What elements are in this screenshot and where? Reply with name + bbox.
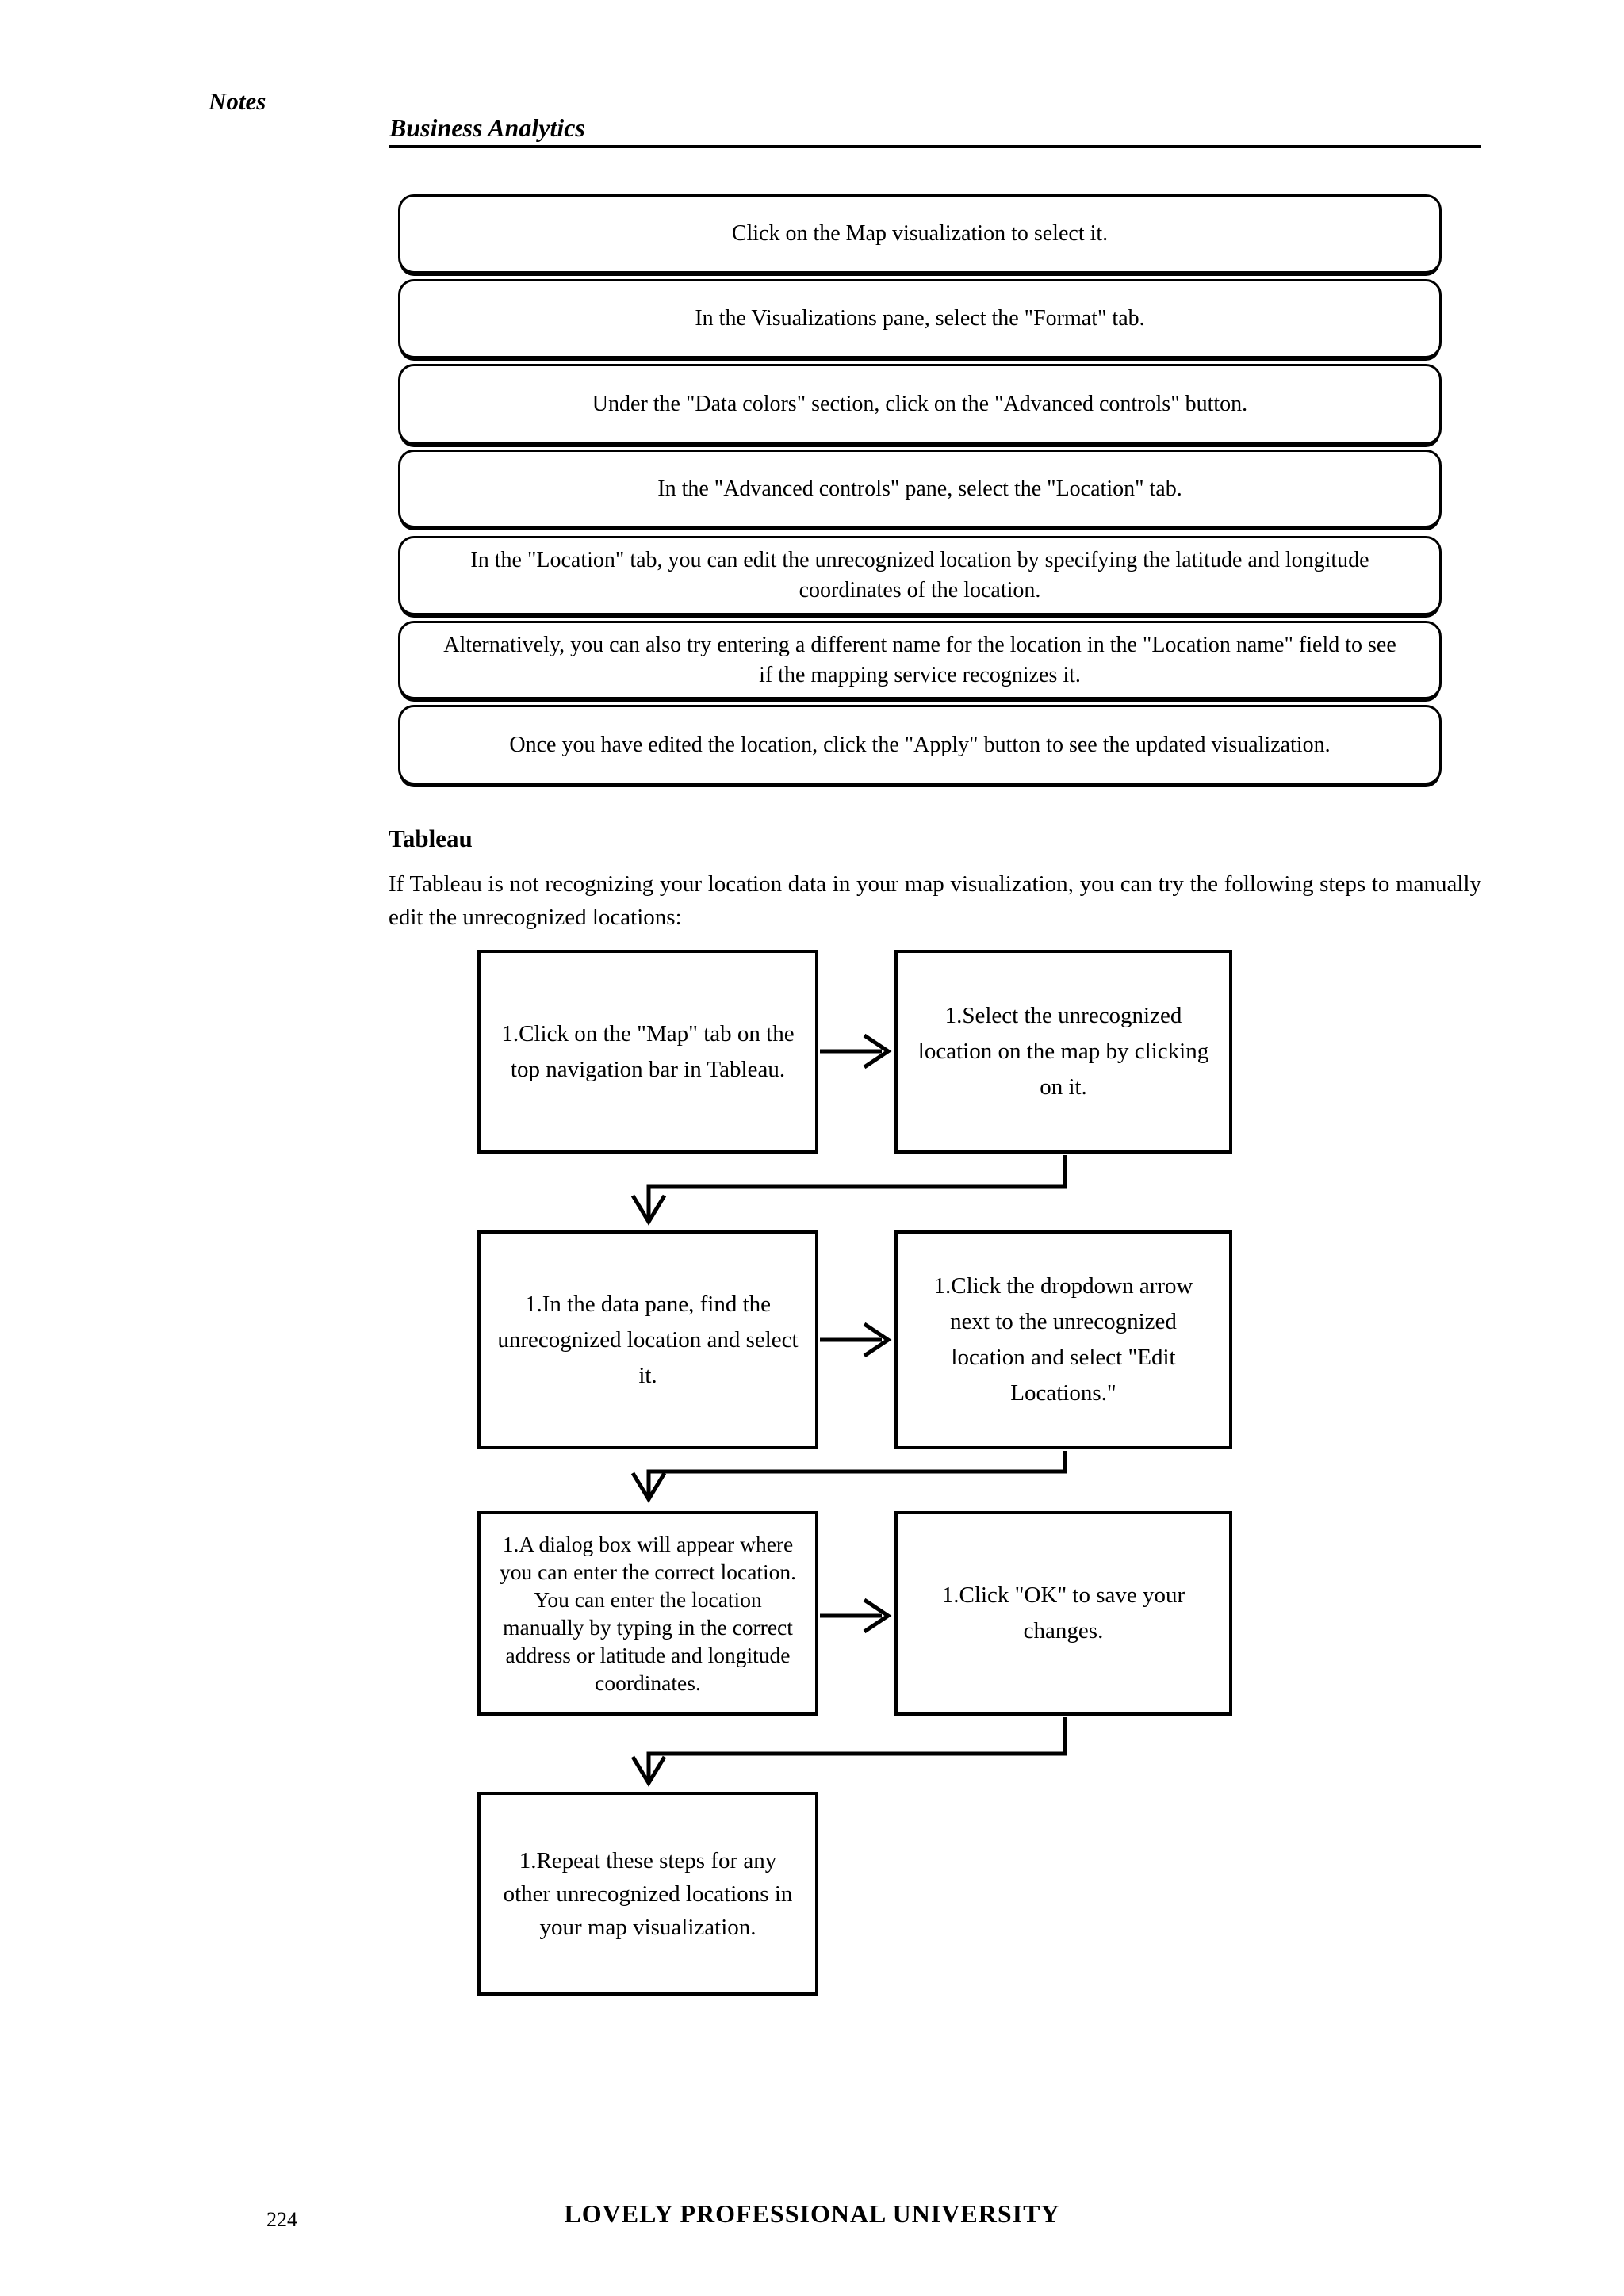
flow-elbow-connector-2 — [630, 1451, 1067, 1503]
step-box-3: Under the "Data colors" section, click o… — [398, 364, 1442, 445]
margin-notes-label: Notes — [209, 87, 266, 115]
flow-node-dialog-box: 1.A dialog box will appear where you can… — [477, 1511, 818, 1716]
step-box-1: Click on the Map visualization to select… — [398, 194, 1442, 274]
step-box-6: Alternatively, you can also try entering… — [398, 621, 1442, 699]
flow-node-repeat-steps: 1.Repeat these steps for any other unrec… — [477, 1792, 818, 1996]
flow-arrow-right-2 — [820, 1322, 892, 1358]
flow-node-edit-locations: 1.Click the dropdown arrow next to the u… — [894, 1230, 1232, 1449]
header-rule — [389, 145, 1481, 148]
flow-node-select-location: 1.Select the unrecognized location on th… — [894, 950, 1232, 1154]
footer-university-title: LOVELY PROFESSIONAL UNIVERSITY — [564, 2199, 1060, 2228]
running-title: Business Analytics — [389, 113, 585, 142]
flow-arrow-right-3 — [820, 1598, 892, 1634]
flow-arrow-right-1 — [820, 1033, 892, 1070]
flow-elbow-connector-1 — [630, 1155, 1067, 1226]
step-box-4: In the "Advanced controls" pane, select … — [398, 450, 1442, 528]
flow-node-click-ok: 1.Click "OK" to save your changes. — [894, 1511, 1232, 1716]
flow-node-data-pane: 1.In the data pane, find the unrecognize… — [477, 1230, 818, 1449]
flow-node-map-tab: 1.Click on the "Map" tab on the top navi… — [477, 950, 818, 1154]
step-box-7: Once you have edited the location, click… — [398, 705, 1442, 785]
section-heading-tableau: Tableau — [389, 825, 473, 852]
flow-elbow-connector-3 — [630, 1717, 1067, 1787]
page-number: 224 — [266, 2208, 297, 2231]
intro-paragraph: If Tableau is not recognizing your locat… — [389, 871, 1481, 930]
step-box-2: In the Visualizations pane, select the "… — [398, 279, 1442, 358]
step-box-5: In the "Location" tab, you can edit the … — [398, 536, 1442, 615]
